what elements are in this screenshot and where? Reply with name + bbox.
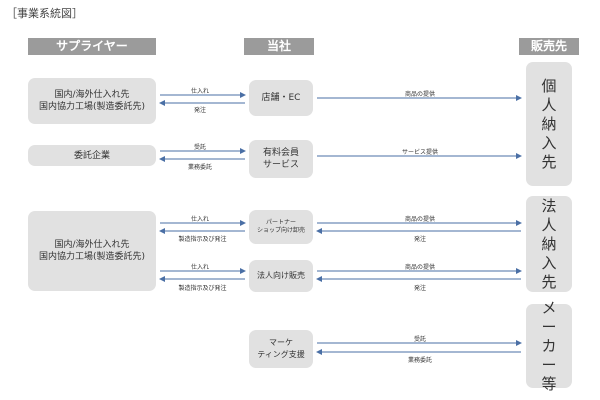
label-product-1: 商品の提供 (404, 91, 435, 98)
sales-box-corporate: 法 人 納 入 先 (526, 196, 572, 292)
supplier-box-2: 委託企業 (28, 145, 156, 166)
label-service-1: サービス提供 (401, 149, 438, 156)
supplier-box-3: 国内/海外仕入れ先 国内協力工場(製造委託先) (28, 211, 156, 291)
company-box-membership: 有料会員 サービス (249, 140, 313, 178)
company-box-partner-wholesale: パートナー ショップ向け卸売 (249, 210, 313, 244)
label-jutaku-1: 受託 (193, 144, 206, 151)
header-sales: 販売先 (519, 38, 579, 55)
sales-box-individual: 個 人 納 入 先 (526, 62, 572, 186)
company-box-corporate-sales: 法人向け販売 (249, 260, 313, 292)
label-jutaku-2: 受託 (413, 336, 426, 343)
label-seizo-shiji-2: 製造指示及び発注 (178, 285, 227, 292)
label-product-3: 商品の提供 (404, 264, 435, 271)
company-box-marketing-support: マーケ ティング支援 (249, 330, 313, 368)
header-supplier: サプライヤー (28, 38, 156, 55)
label-hatchu-1: 発注 (193, 107, 206, 114)
company-box-store-ec: 店舗・EC (249, 80, 313, 116)
label-hatchu-3: 発注 (413, 285, 426, 292)
label-shiire-2: 仕入れ (190, 216, 209, 223)
label-gyomu-itaku-1: 業務委託 (187, 164, 212, 171)
header-company: 当社 (244, 38, 314, 55)
diagram-title: ［事業系統図］ (6, 7, 83, 20)
label-hatchu-2: 発注 (413, 236, 426, 243)
label-product-2: 商品の提供 (404, 216, 435, 223)
label-shiire-3: 仕入れ (190, 264, 209, 271)
label-seizo-shiji-1: 製造指示及び発注 (178, 236, 227, 243)
label-shiire-1: 仕入れ (190, 88, 209, 95)
label-gyomu-itaku-2: 業務委託 (407, 357, 432, 364)
supplier-box-1: 国内/海外仕入れ先 国内協力工場(製造委託先) (28, 78, 156, 124)
